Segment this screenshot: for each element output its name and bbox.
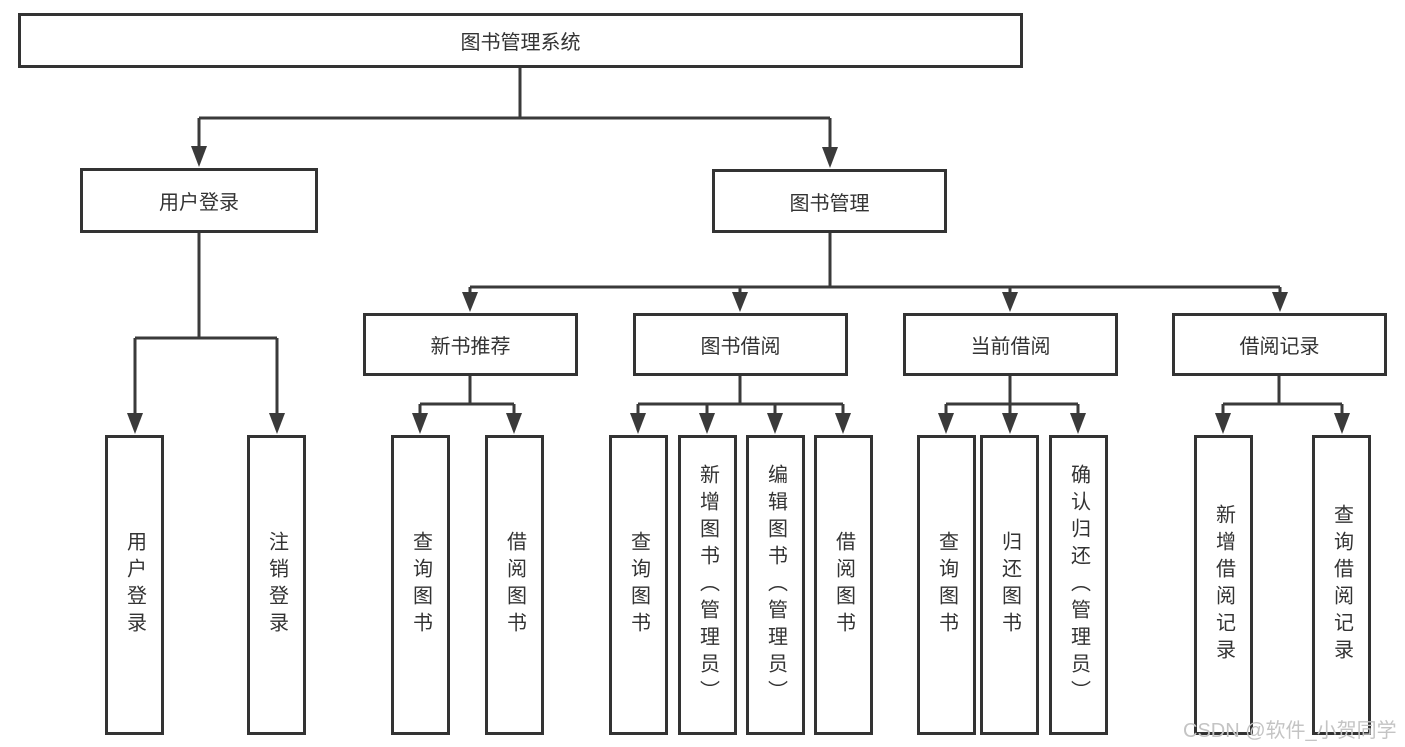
leaf-label: 借阅图书 <box>832 531 855 639</box>
connector-book-borrow-split <box>636 376 845 414</box>
leaf-query-books-borrow: 查询图书 <box>609 435 668 735</box>
arrow-icon <box>732 292 748 312</box>
leaf-label: 用户登录 <box>123 531 146 639</box>
connector-current-borrow-split <box>944 376 1080 414</box>
leaf-query-books-current: 查询图书 <box>917 435 976 735</box>
arrow-icon <box>127 413 143 434</box>
leaf-return-books: 归还图书 <box>980 435 1039 735</box>
connector-root-split <box>197 68 832 148</box>
arrow-icon <box>412 413 428 434</box>
leaf-label: 新增借阅记录 <box>1212 504 1235 666</box>
arrow-icon <box>822 147 838 168</box>
leaf-confirm-return-admin: 确认归还（管理员） <box>1049 435 1108 735</box>
leaf-label: 查询借阅记录 <box>1330 504 1353 666</box>
leaf-label: 编辑图书（管理员） <box>764 463 787 707</box>
node-new-book-recommend: 新书推荐 <box>363 313 578 376</box>
connector-new-book-split <box>418 376 516 414</box>
leaf-logout: 注销登录 <box>247 435 306 735</box>
node-root-system: 图书管理系统 <box>18 13 1023 68</box>
connector-lines <box>133 68 1344 414</box>
arrow-icon <box>938 413 954 434</box>
leaf-borrow-books: 借阅图书 <box>814 435 873 735</box>
leaf-label: 确认归还（管理员） <box>1067 463 1090 707</box>
arrow-icon <box>767 413 783 434</box>
node-user-login: 用户登录 <box>80 168 318 233</box>
node-book-management: 图书管理 <box>712 169 947 233</box>
node-label: 用户登录 <box>159 192 239 214</box>
connector-user-login-split <box>133 233 279 414</box>
arrow-icon <box>1070 413 1086 434</box>
csdn-watermark: CSDN @软件_小贺同学 <box>1183 720 1397 742</box>
leaf-label: 查询图书 <box>627 531 650 639</box>
leaf-user-login: 用户登录 <box>105 435 164 735</box>
node-label: 图书借阅 <box>700 336 781 358</box>
arrow-icon <box>1334 413 1350 434</box>
node-label: 图书管理系统 <box>460 32 581 54</box>
arrow-heads <box>127 146 1350 434</box>
node-label: 当前借阅 <box>970 336 1051 358</box>
arrow-icon <box>630 413 646 434</box>
leaf-borrow-books-recommend: 借阅图书 <box>485 435 544 735</box>
arrow-icon <box>1002 292 1018 312</box>
leaf-label: 查询图书 <box>409 531 432 639</box>
arrow-icon <box>269 413 285 434</box>
node-current-borrow: 当前借阅 <box>903 313 1118 376</box>
leaf-add-borrow-record: 新增借阅记录 <box>1194 435 1253 735</box>
connector-book-management-split <box>468 233 1282 293</box>
arrow-icon <box>699 413 715 434</box>
leaf-label: 新增图书（管理员） <box>696 463 719 707</box>
arrow-icon <box>191 146 207 167</box>
node-book-borrow: 图书借阅 <box>633 313 848 376</box>
leaf-query-borrow-record: 查询借阅记录 <box>1312 435 1371 735</box>
arrow-icon <box>1215 413 1231 434</box>
leaf-label: 注销登录 <box>265 531 288 639</box>
arrow-icon <box>506 413 522 434</box>
arrow-icon <box>462 292 478 312</box>
node-label: 新书推荐 <box>430 336 511 358</box>
connector-borrow-records-split <box>1221 376 1344 414</box>
node-borrow-records: 借阅记录 <box>1172 313 1387 376</box>
leaf-label: 查询图书 <box>935 531 958 639</box>
node-label: 借阅记录 <box>1239 336 1320 358</box>
leaf-label: 借阅图书 <box>503 531 526 639</box>
arrow-icon <box>835 413 851 434</box>
node-label: 图书管理 <box>789 192 870 215</box>
leaf-query-books-recommend: 查询图书 <box>391 435 450 735</box>
leaf-label: 归还图书 <box>998 531 1021 639</box>
arrow-icon <box>1002 413 1018 434</box>
leaf-add-books-admin: 新增图书（管理员） <box>678 435 737 735</box>
arrow-icon <box>1272 292 1288 312</box>
leaf-edit-books-admin: 编辑图书（管理员） <box>746 435 805 735</box>
